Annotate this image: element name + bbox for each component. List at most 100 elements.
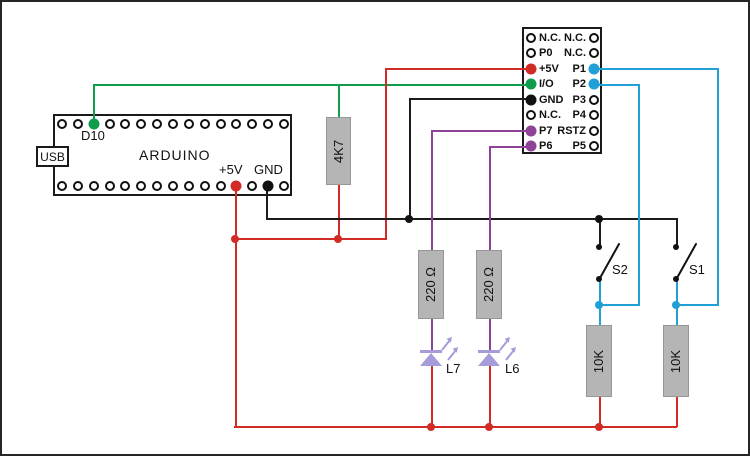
wire-green-horizontal <box>93 84 532 86</box>
wire-red-vertical-383 <box>384 68 387 240</box>
chip-pin-label: N.C. <box>539 31 561 44</box>
wire-blue-p1-horizontal <box>594 68 718 70</box>
chip-pin-gnd <box>525 94 537 106</box>
chip-pin-p4 <box>589 110 599 121</box>
arduino-bottom-pin <box>167 181 178 191</box>
chip-pin-label: P3 <box>572 93 586 106</box>
arduino-bottom-pin <box>215 181 226 191</box>
chip-pin-p6 <box>525 140 537 152</box>
arduino-bottom-pin <box>104 181 115 191</box>
arduino-top-pin <box>215 119 226 129</box>
arduino-gnd-label: GND <box>254 162 283 177</box>
wire-red-bottom-rail <box>234 426 677 428</box>
arduino-pin-5v <box>230 180 242 192</box>
chip-pin-label: P2 <box>572 78 586 91</box>
wire-red-led6-down <box>488 366 491 427</box>
switch-contact <box>673 276 679 282</box>
chip-pin-label: P4 <box>572 109 586 122</box>
resistor-10k-left-label: 10K <box>591 349 607 373</box>
resistor-10k-right-label: 10K <box>668 349 684 373</box>
switch-s1-blade <box>676 243 697 279</box>
chip-pin-label: N.C. <box>564 47 586 60</box>
arduino-top-pin <box>263 119 274 129</box>
wire-blue-s2-node <box>599 304 639 306</box>
wire-red-arduino5v-down <box>234 186 237 428</box>
wire-black-chip-gnd-down <box>408 99 411 220</box>
arduino-top-pin <box>72 119 83 129</box>
arduino-pin-gnd <box>262 180 274 192</box>
led-l7-cathode-bar <box>420 350 442 353</box>
resistor-220-left: 220 Ω <box>418 250 444 319</box>
chip-pin-label: I/O <box>539 78 554 91</box>
chip-pin-nc <box>526 32 536 43</box>
junction-dot <box>405 215 413 223</box>
led-l7-light-arrows <box>441 337 458 361</box>
wire-green-4k7-stub <box>337 85 340 117</box>
wire-black-s2-stub <box>598 219 601 247</box>
chip-pin-nc <box>589 32 599 43</box>
wire-purple-p7-horizontal <box>432 130 532 132</box>
wire-black-chip-gnd <box>409 98 532 100</box>
arduino-top-pin <box>167 119 178 129</box>
chip-pin-p3 <box>589 94 599 105</box>
arduino-5v-label: +5V <box>219 162 243 177</box>
wire-purple-p7-vertical <box>430 130 433 250</box>
usb-connector: USB <box>36 146 69 167</box>
wire-purple-led6-stub <box>488 319 491 352</box>
arduino-bottom-pin <box>247 181 258 191</box>
resistor-4k7-label: 4K7 <box>331 139 347 163</box>
arduino-bottom-pin <box>152 181 163 191</box>
wire-red-10k-left-down <box>598 397 601 427</box>
junction-dot <box>334 235 342 243</box>
chip-pin-label: +5V <box>539 62 559 75</box>
chip-pin-label: P6 <box>539 140 553 153</box>
chip-pin-p1 <box>588 63 600 75</box>
arduino-bottom-pin <box>136 181 147 191</box>
wire-blue-p2-vertical <box>637 84 640 306</box>
arduino-top-pin <box>199 119 210 129</box>
junction-dot <box>672 301 680 309</box>
chip-pin-p7 <box>525 125 537 137</box>
wire-purple-p6-horizontal <box>489 146 532 148</box>
switch-s2-label: S2 <box>612 262 628 277</box>
switch-contact <box>596 244 602 250</box>
wire-red-mid-horizontal <box>234 238 386 240</box>
led-l7-label: L7 <box>446 361 461 376</box>
chip-pin-p5 <box>589 141 599 152</box>
arduino-top-pin <box>278 119 289 129</box>
junction-dot <box>427 423 435 431</box>
junction-dot <box>485 423 493 431</box>
chip-pin-rstz <box>589 125 599 136</box>
arduino-bottom-pin <box>278 181 289 191</box>
chip-pin-label: P0 <box>539 47 553 60</box>
switch-contact <box>596 276 602 282</box>
led-l6-label: L6 <box>505 361 520 376</box>
wire-red-10k-right-down <box>675 397 678 427</box>
chip-pin-p0 <box>526 48 536 59</box>
arduino-bottom-pin <box>183 181 194 191</box>
junction-dot <box>231 235 239 243</box>
led-l7-triangle <box>420 353 442 366</box>
chip-pin-label: RSTZ <box>557 124 586 137</box>
switch-s2-blade <box>599 243 620 279</box>
wire-blue-p2-horizontal <box>594 84 639 86</box>
arduino-top-pin <box>152 119 163 129</box>
chip-pin-5v <box>525 63 537 75</box>
arduino-bottom-pin <box>72 181 83 191</box>
wire-red-chip5v <box>385 68 532 70</box>
led-l6-triangle <box>478 353 500 366</box>
arduino-bottom-pin <box>199 181 210 191</box>
led-l6-cathode-bar <box>478 350 500 353</box>
chip-pin-label: P5 <box>572 140 586 153</box>
usb-label: USB <box>40 149 65 164</box>
wire-red-led7-down <box>430 366 433 427</box>
chip-pin-label: N.C. <box>564 31 586 44</box>
junction-dot <box>595 215 603 223</box>
wire-green-d10-up <box>92 85 95 124</box>
arduino-top-pin <box>183 119 194 129</box>
resistor-220-left-label: 220 Ω <box>423 266 439 303</box>
switch-s1-label: S1 <box>689 262 705 277</box>
junction-dot <box>595 423 603 431</box>
arduino-top-pin <box>136 119 147 129</box>
